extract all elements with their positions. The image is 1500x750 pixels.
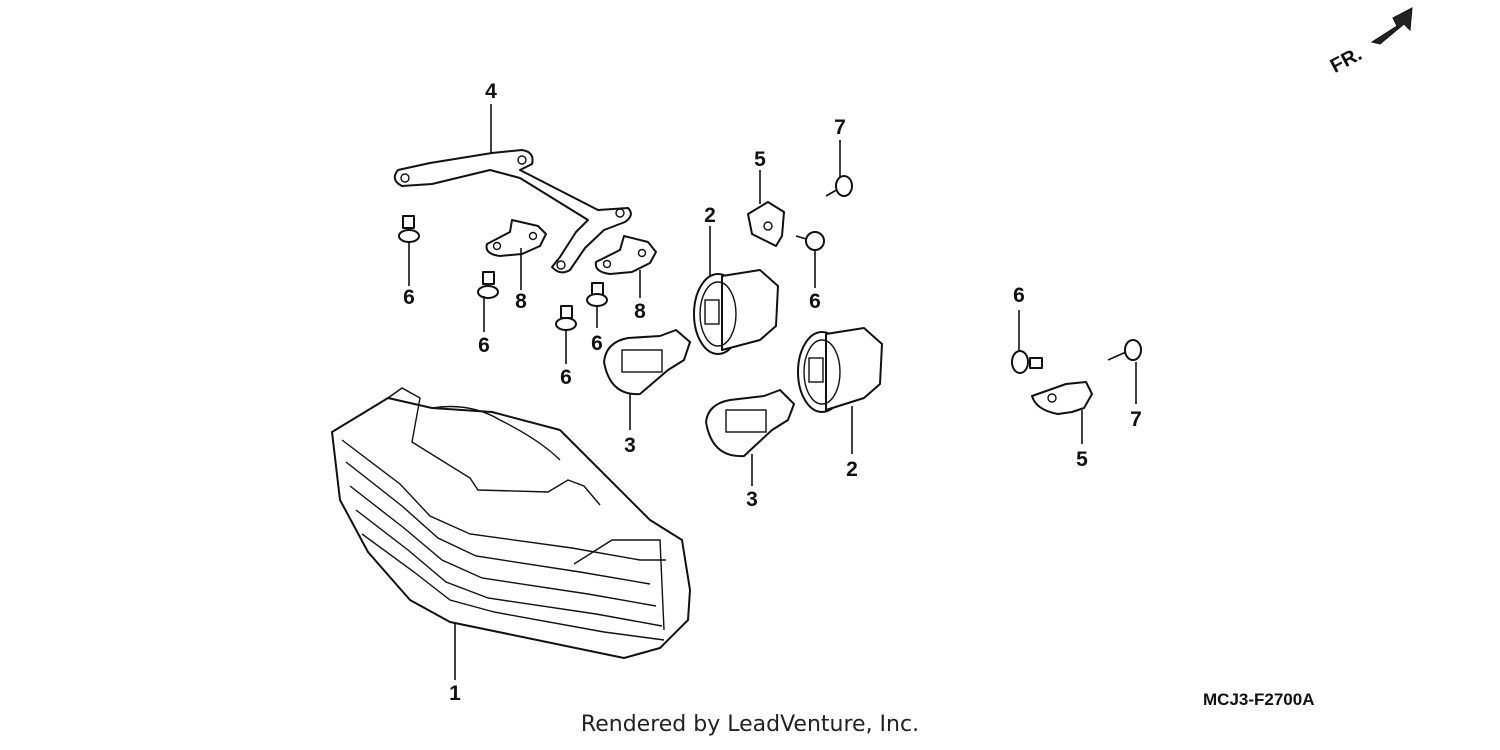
callout-6: 6 [560, 366, 572, 389]
callout-2: 2 [846, 458, 858, 481]
screw-icon[interactable] [795, 231, 825, 251]
part-bracket-right[interactable] [594, 235, 657, 275]
part-bulb[interactable] [603, 329, 691, 396]
tapping-screw-icon[interactable] [825, 175, 853, 197]
bolt-icon[interactable] [477, 271, 499, 299]
diagram-code: MCJ3-F2700A [1203, 690, 1315, 709]
callout-5: 5 [1076, 448, 1088, 471]
callout-6: 6 [403, 286, 415, 309]
callout-7: 7 [1130, 408, 1142, 431]
callout-6: 6 [478, 334, 490, 357]
part-bulb-socket[interactable] [693, 269, 779, 355]
callout-4: 4 [485, 80, 497, 103]
bolt-icon[interactable] [586, 282, 608, 307]
part-bulb[interactable] [705, 389, 795, 458]
bolt-icon[interactable] [398, 215, 420, 243]
part-bracket-left[interactable] [485, 219, 547, 257]
part-mounting-stay[interactable] [393, 149, 632, 274]
callout-5: 5 [754, 148, 766, 171]
callout-3: 3 [624, 434, 636, 457]
part-angle-bracket[interactable] [747, 201, 785, 247]
part-bulb-socket[interactable] [797, 327, 883, 413]
callout-8: 8 [515, 290, 527, 313]
callout-6: 6 [809, 290, 821, 313]
front-direction-label: FR. [1327, 43, 1366, 78]
front-direction-arrow-icon: FR. [1327, 7, 1413, 78]
part-tail-light-assembly[interactable] [331, 387, 691, 659]
callouts: 4 7 5 2 6 8 8 6 6 6 6 3 3 2 6 7 5 1 [403, 80, 1142, 705]
footer-credit: Rendered by LeadVenture, Inc. [580, 712, 920, 737]
leader-lines [408, 104, 1137, 680]
callout-2: 2 [704, 204, 716, 227]
callout-1: 1 [449, 682, 461, 705]
callout-8: 8 [634, 300, 646, 323]
callout-7: 7 [834, 116, 846, 139]
callout-3: 3 [746, 488, 758, 511]
part-angle-bracket[interactable] [1031, 381, 1093, 415]
tapping-screw-icon[interactable] [1107, 339, 1142, 361]
bolt-icon[interactable] [1011, 350, 1043, 374]
callout-6: 6 [1013, 284, 1025, 307]
bolt-icon[interactable] [555, 305, 577, 331]
callout-6: 6 [591, 332, 603, 355]
